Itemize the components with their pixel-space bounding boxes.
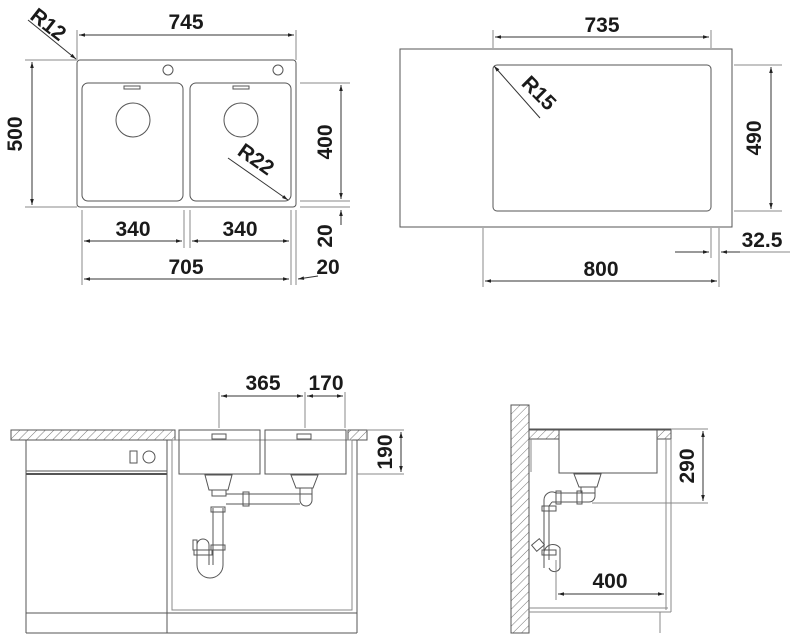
- countertop-left: [10, 429, 176, 441]
- cutout-outline: [492, 64, 712, 212]
- sink-outline: [76, 59, 297, 208]
- dim-365: 365: [245, 372, 280, 395]
- dim-32-5: 32.5: [742, 229, 783, 252]
- dim-745: 745: [168, 11, 203, 34]
- dim-r22: R22: [233, 139, 278, 180]
- dim-735: 735: [584, 14, 619, 37]
- countertop-right: [347, 429, 368, 441]
- siphon-trap: [196, 538, 224, 579]
- drain-icon: [115, 102, 151, 138]
- dim-r12: R12: [26, 4, 71, 46]
- dim-800: 800: [583, 258, 618, 281]
- right-bowl: [189, 82, 292, 202]
- side-view: 290 400: [510, 404, 708, 634]
- dim-20-vertical: 20: [314, 224, 337, 247]
- side-bowl: [558, 428, 658, 474]
- dim-705: 705: [168, 256, 203, 279]
- tap-hole-icon: [162, 64, 174, 76]
- top-view-sink: 745 R12 500 400 R22 20 340 340 705: [4, 4, 350, 285]
- dishwasher-panel: [25, 439, 168, 472]
- wall: [510, 404, 530, 634]
- dim-500: 500: [4, 116, 27, 151]
- dim-20-horizontal: 20: [316, 256, 339, 279]
- side-siphon: [543, 544, 561, 573]
- dishwasher-knob-icon: [142, 450, 156, 464]
- left-bowl: [81, 82, 184, 202]
- dim-170: 170: [308, 372, 343, 395]
- dishwasher-button-icon: [129, 450, 138, 464]
- front-left-bowl: [178, 429, 261, 475]
- overflow-icon: [232, 85, 250, 90]
- dim-190: 190: [374, 434, 397, 469]
- dim-290: 290: [676, 448, 699, 483]
- dim-340-left: 340: [115, 218, 150, 241]
- top-view-cutout: 735 R15 490 800 32.5: [399, 14, 790, 287]
- countertop-outline: [399, 48, 733, 228]
- overflow-icon: [123, 85, 141, 90]
- dim-400-side: 400: [592, 570, 627, 593]
- dim-400: 400: [314, 124, 337, 159]
- dim-340-right: 340: [222, 218, 257, 241]
- drain-icon: [223, 102, 259, 138]
- dim-490: 490: [743, 120, 766, 155]
- sink-cabinet: [171, 439, 353, 611]
- tap-hole-icon: [272, 64, 284, 76]
- dim-r15: R15: [517, 72, 561, 116]
- front-view: 365 170 190: [10, 372, 404, 634]
- front-right-bowl: [264, 429, 347, 475]
